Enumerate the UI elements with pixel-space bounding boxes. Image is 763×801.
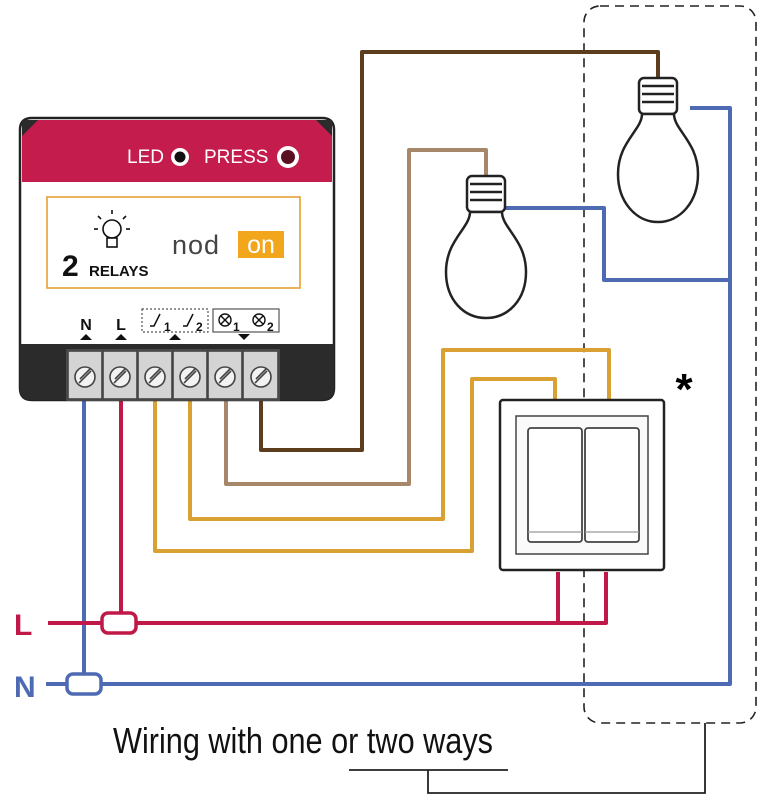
relay-module: LED PRESS 2 RELAYS nod on N L <box>18 116 336 402</box>
brand-logo-text: nod <box>172 230 220 260</box>
terminal-label-o2: 2 <box>267 320 274 334</box>
output-wire-lamp-1 <box>224 148 488 486</box>
mains-live-label: L <box>14 609 32 642</box>
switch-wire-1 <box>153 377 557 553</box>
wires <box>46 50 732 686</box>
output-box <box>212 308 280 333</box>
live-main-wire <box>48 572 608 625</box>
terminal-arrows <box>80 334 250 340</box>
switch-input-box <box>141 308 209 333</box>
switch-rocker-2 <box>584 427 640 543</box>
live-connector <box>100 611 138 635</box>
terminal-screws <box>67 350 279 400</box>
lamp-1 <box>444 174 528 320</box>
two-way-zone-outline <box>583 5 757 724</box>
lamp-1-base <box>465 174 507 214</box>
switch-input-icon <box>150 313 194 327</box>
lamp-2-glass <box>616 112 700 224</box>
neutral-connector <box>65 672 103 696</box>
lamp-2-base <box>637 76 679 116</box>
mains-neutral-label: N <box>14 671 36 704</box>
lamp-1-glass <box>444 210 528 320</box>
terminal-screw-o2 <box>242 350 279 400</box>
brand-on-box <box>238 231 284 258</box>
terminal-label-o1: 1 <box>233 320 240 334</box>
terminal-label-l: L <box>116 317 126 334</box>
switch-wire-2 <box>188 348 611 521</box>
lamp-2 <box>616 76 700 224</box>
terminal-screw-o1 <box>207 350 243 400</box>
led-label: LED <box>127 147 164 168</box>
terminal-label-s1: 1 <box>164 320 171 334</box>
double-switch <box>498 398 666 572</box>
switch-note: * <box>675 365 693 414</box>
switch-rocker-1 <box>527 427 583 543</box>
caption-leader-line <box>349 723 706 794</box>
terminal-screw-s1 <box>137 350 173 400</box>
terminal-label-s2: 2 <box>196 320 203 334</box>
output-wire-lamp-2 <box>259 50 660 452</box>
lamp-output-icon <box>218 313 266 327</box>
brand-on-text: on <box>247 231 275 259</box>
neutral-main-wire <box>46 106 732 686</box>
terminal-screw-s2 <box>172 350 208 400</box>
bulb-icon <box>94 210 130 248</box>
neutral-wire-lamp-1 <box>497 206 730 282</box>
relay-word: RELAYS <box>89 263 148 280</box>
terminal-screw-n <box>67 350 103 400</box>
press-label: PRESS <box>204 147 268 168</box>
terminal-screw-l <box>102 350 138 400</box>
diagram-caption: Wiring with one or two ways <box>113 720 493 761</box>
terminal-label-n: N <box>80 317 92 334</box>
relay-count: 2 <box>62 250 79 283</box>
